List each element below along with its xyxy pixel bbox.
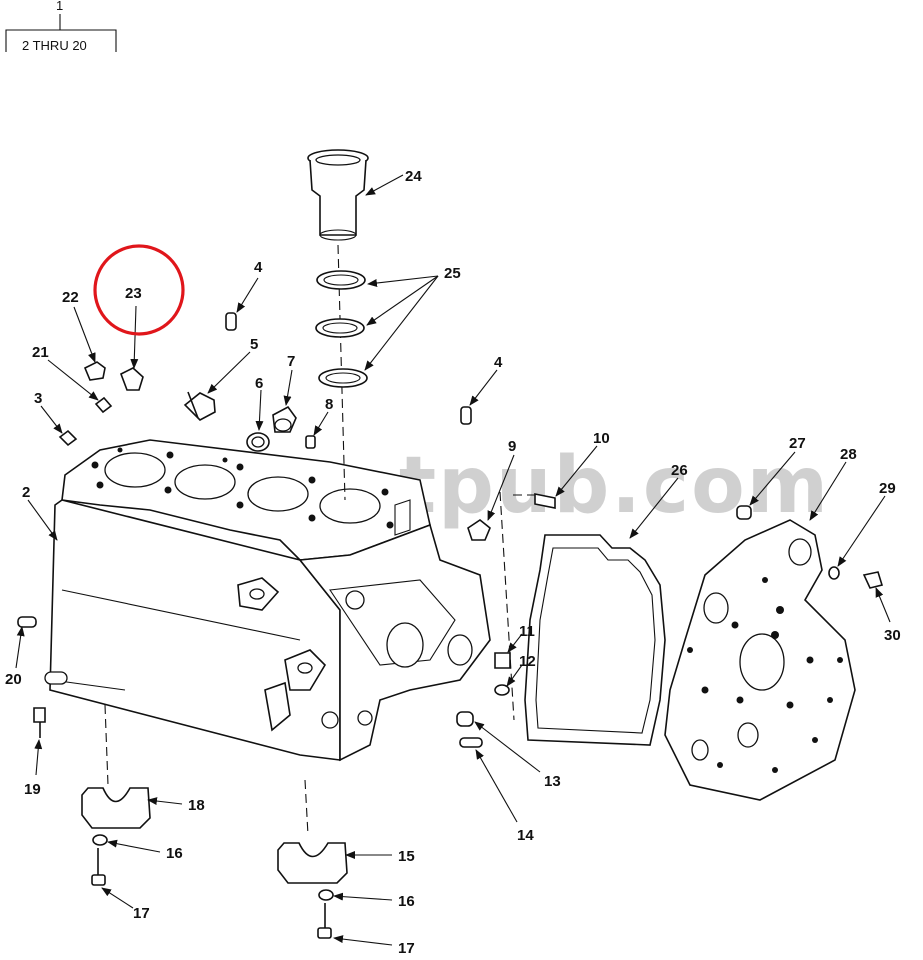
- callout-25: 25: [444, 265, 461, 282]
- callout-29: 29: [879, 480, 896, 497]
- highlight-circle: [93, 244, 185, 336]
- callout-27: 27: [789, 435, 806, 452]
- callout-leaders: [15, 174, 891, 946]
- cylinder-liner-24: [307, 149, 369, 241]
- reference-range: 2 THRU 20: [22, 38, 87, 53]
- callout-14: 14: [517, 827, 534, 844]
- callout-9: 9: [508, 438, 516, 455]
- callout-16-right: 16: [398, 893, 415, 910]
- callout-5: 5: [250, 336, 258, 353]
- reference-header: 1 2 THRU 20: [5, 0, 117, 53]
- callout-22: 22: [62, 289, 79, 306]
- callout-4-upper: 4: [254, 259, 263, 276]
- callout-17-right: 17: [398, 940, 415, 957]
- callout-labels: 24 4 25 22 23 21 5 7 3 6 8 4 9 10 26 27 …: [5, 168, 901, 957]
- callout-18: 18: [188, 797, 205, 814]
- callout-19: 19: [24, 781, 41, 798]
- callout-15: 15: [398, 848, 415, 865]
- callout-21: 21: [32, 344, 49, 361]
- callout-8: 8: [325, 396, 333, 413]
- callout-12: 12: [519, 653, 536, 670]
- cylinder-block: [44, 439, 491, 762]
- callout-24: 24: [405, 168, 422, 185]
- callout-3: 3: [34, 390, 42, 407]
- callout-16-left: 16: [166, 845, 183, 862]
- callout-6: 6: [255, 375, 263, 392]
- cap-bolts: [91, 834, 334, 939]
- reference-number: 1: [56, 0, 63, 13]
- callout-20: 20: [5, 671, 22, 688]
- callout-17-left: 17: [133, 905, 150, 922]
- callout-30: 30: [884, 627, 901, 644]
- callout-13: 13: [544, 773, 561, 790]
- callout-28: 28: [840, 446, 857, 463]
- callout-7: 7: [287, 353, 295, 370]
- callout-4-lower: 4: [494, 354, 503, 371]
- small-parts: [17, 312, 884, 748]
- liner-seals-25: [315, 270, 368, 388]
- callout-26: 26: [671, 462, 688, 479]
- bearing-caps: [81, 787, 348, 884]
- callout-10: 10: [593, 430, 610, 447]
- rear-plate-28: [664, 519, 856, 801]
- callout-23: 23: [125, 285, 142, 302]
- callout-2: 2: [22, 484, 30, 501]
- rear-gasket-26: [524, 534, 666, 746]
- callout-11: 11: [519, 623, 535, 640]
